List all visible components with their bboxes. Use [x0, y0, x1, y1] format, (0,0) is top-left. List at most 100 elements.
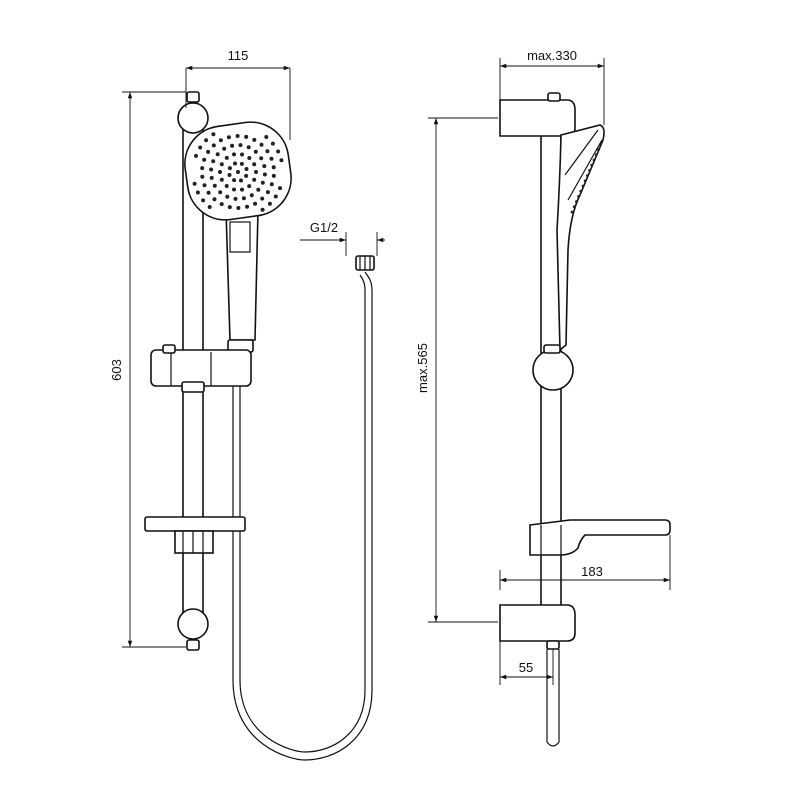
spray-nozzle	[269, 156, 274, 161]
handset-handle	[225, 209, 259, 341]
shower-hose	[232, 255, 375, 761]
spray-nozzle	[267, 201, 272, 206]
dimension-max330: max.330	[499, 48, 605, 125]
spray-nozzle	[246, 145, 251, 150]
side-spray-nozzle	[586, 174, 589, 178]
spray-nozzle	[233, 161, 237, 166]
side-spray-nozzle	[599, 143, 602, 146]
spray-nozzle	[195, 190, 200, 195]
dimension-603: 603	[109, 91, 186, 648]
spray-nozzle	[260, 207, 265, 212]
spray-nozzle	[219, 177, 224, 182]
side-spray-nozzle	[590, 163, 594, 167]
spray-nozzle	[260, 180, 265, 185]
spray-nozzle	[244, 134, 249, 139]
spray-nozzle	[253, 201, 258, 206]
spray-nozzle	[224, 184, 229, 188]
spray-nozzle	[240, 152, 244, 157]
spray-nozzle	[256, 187, 261, 192]
spray-nozzle	[236, 206, 241, 210]
dimension-label-max565: max.565	[415, 343, 430, 393]
side-spray-nozzle	[581, 184, 585, 188]
spray-nozzle	[202, 183, 207, 188]
spray-nozzle	[192, 181, 197, 186]
spray-nozzle	[227, 173, 232, 177]
spray-nozzle	[206, 149, 211, 154]
spray-nozzle	[259, 142, 264, 147]
side-bottom-bracket	[499, 604, 576, 642]
spray-nozzle	[222, 146, 227, 151]
spray-nozzle	[252, 137, 257, 142]
spray-nozzle	[269, 182, 274, 187]
front-view: 115 603 G1/2	[109, 48, 385, 761]
spray-nozzles	[192, 132, 284, 212]
spray-nozzle	[227, 205, 232, 210]
spray-nozzle	[212, 197, 217, 202]
dimension-g12: G1/2	[300, 220, 385, 256]
spray-nozzle	[273, 194, 278, 199]
spray-nozzle	[232, 152, 236, 157]
side-spray-nozzle	[588, 169, 591, 172]
spray-nozzle	[198, 145, 203, 150]
spray-nozzle	[247, 184, 252, 189]
spray-nozzle	[211, 159, 216, 164]
spray-nozzle	[235, 134, 240, 138]
side-spray-nozzles	[570, 143, 602, 214]
spray-nozzle	[227, 166, 232, 171]
side-spray-nozzle	[594, 153, 598, 157]
side-slider-ball	[532, 349, 574, 391]
spray-nozzle	[278, 186, 282, 191]
spray-nozzle	[207, 205, 212, 209]
dimension-183: 183	[499, 535, 671, 590]
spray-nozzle	[239, 178, 243, 183]
spray-nozzle	[225, 194, 230, 199]
dimension-55: 55	[499, 641, 554, 685]
side-spray-nozzle	[583, 179, 587, 183]
side-handset	[556, 124, 605, 352]
spray-nozzle	[206, 190, 211, 195]
spray-nozzle	[260, 196, 265, 201]
spray-nozzle	[209, 167, 214, 172]
dimension-label-55: 55	[519, 660, 533, 675]
spray-nozzle	[265, 190, 270, 195]
spray-nozzle	[244, 167, 249, 171]
spray-nozzle	[241, 196, 246, 201]
spray-nozzle	[240, 187, 244, 192]
spray-nozzle	[279, 158, 284, 163]
spray-nozzle	[212, 183, 217, 188]
side-spray-nozzle	[592, 158, 596, 162]
dimension-label-max330: max.330	[527, 48, 577, 63]
side-spray-nozzle	[570, 210, 574, 214]
spray-nozzle	[271, 165, 276, 170]
spray-nozzle	[209, 175, 214, 180]
spray-nozzle	[218, 170, 222, 174]
spray-nozzle	[215, 152, 220, 157]
spray-nozzle	[219, 162, 224, 167]
side-spray-nozzle	[577, 195, 580, 198]
spray-nozzle	[233, 196, 238, 201]
spray-nozzle	[230, 143, 235, 148]
spray-nozzle	[204, 138, 209, 143]
height-slider	[150, 344, 252, 393]
spray-nozzle	[219, 202, 224, 207]
spray-nozzle	[262, 164, 267, 169]
spray-nozzle	[244, 173, 249, 178]
spray-nozzle	[232, 187, 236, 192]
spray-nozzle	[211, 132, 216, 137]
spray-nozzle	[262, 172, 267, 177]
spray-nozzle	[232, 178, 237, 183]
spray-nozzle	[271, 173, 276, 178]
dimension-label-115: 115	[228, 48, 249, 63]
dimension-115: 115	[185, 48, 291, 140]
side-spray-nozzle	[579, 189, 583, 193]
spray-nozzle	[247, 156, 252, 160]
spray-nozzle	[276, 149, 281, 154]
spray-nozzle	[201, 198, 206, 203]
side-spray-nozzle	[572, 205, 576, 209]
spray-nozzle	[264, 135, 269, 139]
top-wall-bracket	[177, 102, 209, 134]
spray-nozzle	[252, 177, 257, 182]
dimension-max565: max.565	[415, 117, 498, 623]
spray-nozzle	[194, 153, 198, 158]
